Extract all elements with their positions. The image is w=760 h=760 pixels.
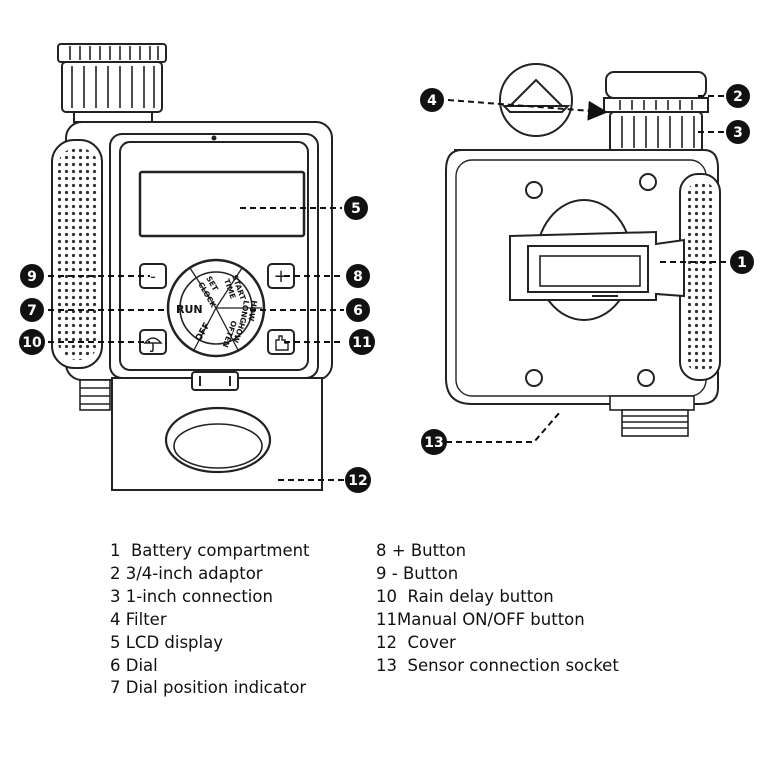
legend-left: 1 Battery compartment 2 3/4-inch adaptor… — [110, 540, 310, 700]
dial-how-long-2: LONG — [238, 300, 251, 325]
minus-label: - — [150, 267, 156, 286]
callout-8: 8 — [346, 264, 370, 288]
callout-9: 9 — [20, 264, 44, 288]
lcd-display — [138, 170, 306, 238]
plus-button[interactable]: + — [267, 263, 295, 289]
legend-item: 2 3/4-inch adaptor — [110, 563, 263, 583]
manual-button[interactable] — [267, 329, 295, 355]
svg-text:12: 12 — [348, 473, 367, 489]
legend-item: 6 Dial — [110, 655, 158, 675]
callout-2: 2 — [726, 84, 750, 108]
svg-text:2: 2 — [733, 89, 743, 105]
callout-4: 4 — [420, 88, 444, 112]
svg-text:4: 4 — [427, 93, 437, 109]
legend-item: 8 + Button — [376, 541, 467, 560]
callout-11: 11 — [349, 329, 375, 355]
bottom-thread-left — [79, 379, 111, 411]
callout-1: 1 — [730, 250, 754, 274]
legend-item: 11Manual ON/OFF button — [376, 609, 585, 629]
callout-12: 12 — [345, 467, 371, 493]
callout-3: 3 — [726, 120, 750, 144]
svg-text:6: 6 — [353, 303, 363, 319]
back-top-nut — [603, 71, 709, 153]
top-nut — [57, 43, 167, 123]
legend-right: 8 + Button 9 - Button 10 Rain delay butt… — [376, 540, 619, 677]
callout-6: 6 — [346, 298, 370, 322]
svg-text:8: 8 — [353, 269, 363, 285]
dial-how-long-1: HOW — [246, 300, 259, 323]
umbrella-icon — [143, 337, 163, 353]
svg-text:7: 7 — [27, 303, 37, 319]
svg-text:13: 13 — [424, 435, 443, 451]
legend-item: 10 Rain delay button — [376, 586, 554, 606]
svg-text:11: 11 — [352, 335, 371, 351]
timer-diagram: - + SET CLOCK START TIME HOW LONG HOW OF… — [19, 43, 754, 493]
legend-item: 3 1-inch connection — [110, 586, 273, 606]
legend-item: 13 Sensor connection socket — [376, 655, 619, 675]
callout-5: 5 — [344, 196, 368, 220]
dial[interactable]: SET CLOCK START TIME HOW LONG HOW OFTEN … — [166, 258, 266, 358]
back-view — [445, 71, 721, 437]
back-bottom-connector — [609, 395, 695, 437]
callout-13: 13 — [421, 429, 447, 455]
legend-item: 4 Filter — [110, 609, 167, 629]
leader-lines — [48, 95, 728, 481]
svg-text:5: 5 — [351, 201, 361, 217]
filter-detail — [499, 63, 573, 137]
battery-compartment — [509, 230, 685, 301]
plus-label: + — [273, 266, 288, 287]
legend-item: 9 - Button — [376, 563, 459, 583]
legend-item: 7 Dial position indicator — [110, 678, 307, 698]
svg-text:1: 1 — [737, 255, 747, 271]
svg-text:3: 3 — [733, 125, 743, 141]
dial-run-label: RUN — [176, 303, 203, 316]
svg-text:9: 9 — [27, 269, 37, 285]
legend-item: 5 LCD display — [110, 632, 223, 652]
legend-item: 1 Battery compartment — [110, 541, 310, 560]
hand-icon — [275, 335, 289, 351]
callout-10: 10 — [19, 329, 45, 355]
legend-item: 12 Cover — [376, 632, 456, 652]
svg-text:10: 10 — [22, 335, 42, 351]
callout-7: 7 — [20, 298, 44, 322]
